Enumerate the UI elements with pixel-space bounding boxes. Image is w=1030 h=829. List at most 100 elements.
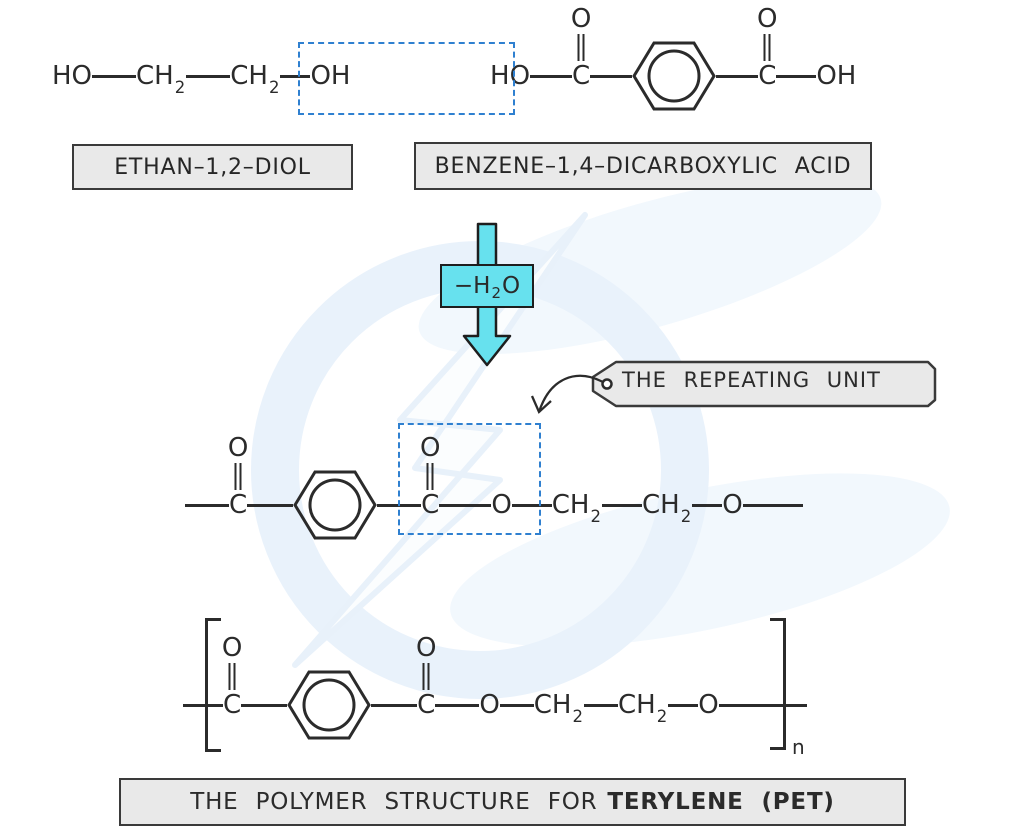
subscript-two: 2 [572, 707, 584, 726]
single-bond [377, 503, 422, 507]
benzene-ring-icon [632, 41, 716, 111]
repeat-unit-structure: O C O C O CH2 CH2 O [185, 433, 803, 540]
single-bond [716, 74, 759, 78]
ch2-group: CH2 [533, 690, 584, 726]
ch-atoms: CH [136, 61, 174, 91]
single-bond [590, 74, 633, 78]
carbonyl-group: O C [228, 433, 248, 520]
single-bond [186, 74, 231, 78]
acid-name-label: BENZENE–1,4–DICARBOXYLIC ACID [434, 153, 852, 179]
oxygen-atom: O [698, 690, 719, 720]
repeating-unit-label: THE REPEATING UNIT [622, 368, 881, 392]
oxygen-atom: O [570, 4, 592, 34]
subscript-two: 2 [590, 507, 602, 526]
carbon-atom: C [421, 490, 440, 520]
carbon-atom: C [223, 690, 242, 720]
single-bond [92, 74, 137, 78]
hydroxyl-group: OH [816, 61, 857, 91]
ch2-group: CH2 [230, 61, 280, 97]
ch2-group: CH2 [618, 690, 668, 726]
ch-atoms: CH [642, 490, 680, 520]
single-bond [668, 703, 699, 707]
subscript-two: 2 [174, 78, 186, 97]
ch2-group: CH2 [136, 61, 186, 97]
single-bond [718, 703, 807, 707]
carbonyl-group: O C [222, 633, 242, 720]
ch2-group: CH2 [551, 490, 602, 526]
single-bond [584, 703, 618, 707]
tag-hole-icon [601, 378, 613, 390]
carbon-atom: C [758, 61, 777, 91]
single-bond [602, 503, 642, 507]
single-bond [183, 703, 223, 707]
subscript-two: 2 [491, 284, 501, 302]
carbonyl-group: O C [757, 4, 777, 91]
diol-name-box: ETHAN–1,2–DIOL [72, 144, 353, 190]
acid-name-box: BENZENE–1,4–DICARBOXYLIC ACID [414, 142, 872, 190]
single-bond [439, 503, 492, 507]
oxygen-atom: O [479, 690, 500, 720]
oxygen-atom: O [416, 633, 437, 663]
minus-h: −H [453, 273, 491, 299]
polymer-structure: O C O C O CH2 CH2 O [183, 633, 807, 740]
left-bracket [205, 618, 221, 752]
ch-atoms: CH [551, 490, 590, 520]
single-bond [185, 503, 229, 507]
single-bond [247, 503, 294, 507]
carbonyl-group: O C [416, 633, 436, 720]
double-bond [577, 34, 585, 61]
polymer-name-prefix: THE POLYMER STRUCTURE FOR [190, 789, 598, 815]
carbon-atom: C [417, 690, 436, 720]
oxygen-atom: O [722, 490, 743, 520]
oxygen-atom: O [757, 4, 778, 34]
tag-pointer-arrow-icon [530, 374, 604, 414]
double-bond [234, 463, 242, 490]
carbon-atom: C [572, 61, 591, 91]
oxygen-atom: O [502, 273, 521, 299]
diol-name-label: ETHAN–1,2–DIOL [114, 154, 311, 180]
subscript-two: 2 [680, 507, 692, 526]
single-bond [280, 74, 311, 78]
single-bond [371, 703, 418, 707]
benzene-ring-icon [293, 470, 377, 540]
single-bond [241, 703, 288, 707]
oxygen-atom: O [420, 433, 441, 463]
single-bond [499, 703, 534, 707]
carbonyl-group: O C [571, 4, 591, 91]
ch-atoms: CH [230, 61, 268, 91]
double-bond [763, 34, 771, 61]
polymer-name-bold: TERYLENE (PET) [607, 789, 835, 815]
hydroxyl-group: HO [52, 61, 93, 91]
subscript-two: 2 [268, 78, 280, 97]
hydrogen-atom: H [490, 61, 510, 91]
ethanediol-structure: HO CH2 CH2 OH [52, 61, 351, 97]
oxygen-atom: O [509, 61, 531, 91]
right-bracket [770, 618, 786, 750]
n-subscript: n [792, 735, 805, 759]
ch-atoms: CH [533, 690, 572, 720]
repeating-unit-tag [591, 360, 937, 408]
single-bond [435, 703, 480, 707]
carbon-atom: C [229, 490, 248, 520]
ch-atoms: CH [618, 690, 656, 720]
polymer-name-box: THE POLYMER STRUCTURE FOR TERYLENE (PET) [119, 778, 906, 826]
diacid-structure: H O O C O C OH [490, 4, 857, 111]
single-bond [776, 74, 817, 78]
double-bond [228, 663, 236, 690]
oxygen-atom: O [227, 433, 249, 463]
ch2-group: CH2 [642, 490, 692, 526]
single-bond [742, 503, 803, 507]
single-bond [511, 503, 552, 507]
carbonyl-group: O C [420, 433, 440, 520]
single-bond [530, 74, 573, 78]
oxygen-atom: O [221, 633, 243, 663]
benzene-ring-icon [287, 670, 371, 740]
subscript-two: 2 [656, 707, 668, 726]
hydroxyl-group: OH [310, 61, 351, 91]
double-bond [426, 463, 434, 490]
oxygen-atom: O [491, 490, 512, 520]
single-bond [692, 503, 723, 507]
